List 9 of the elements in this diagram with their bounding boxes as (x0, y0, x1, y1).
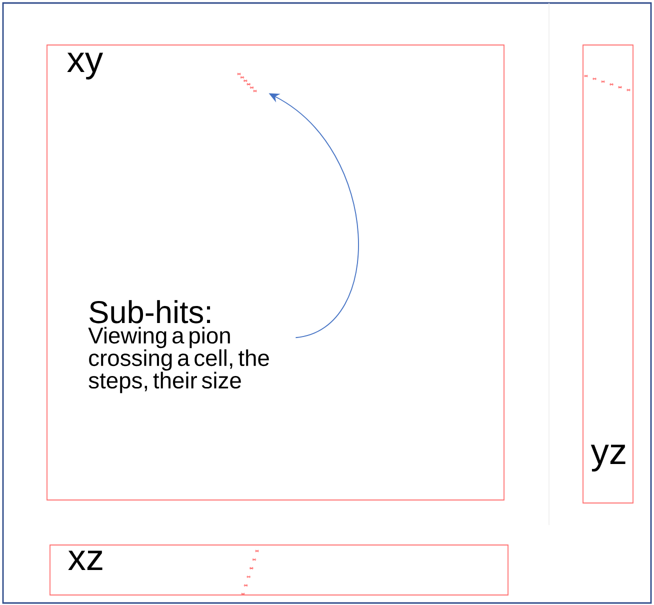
track-drawing (236, 72, 258, 92)
note-text: Viewing a pion crossing a cell, the steps, their size (88, 326, 269, 394)
view-panel (46, 44, 504, 500)
panel-label: yz (590, 444, 626, 472)
view-panel (50, 544, 508, 596)
note-text: Sub-hits: (90, 300, 210, 324)
view-panel (582, 44, 634, 504)
panel-label: xy (67, 52, 104, 80)
panel-label: xz (68, 550, 102, 570)
